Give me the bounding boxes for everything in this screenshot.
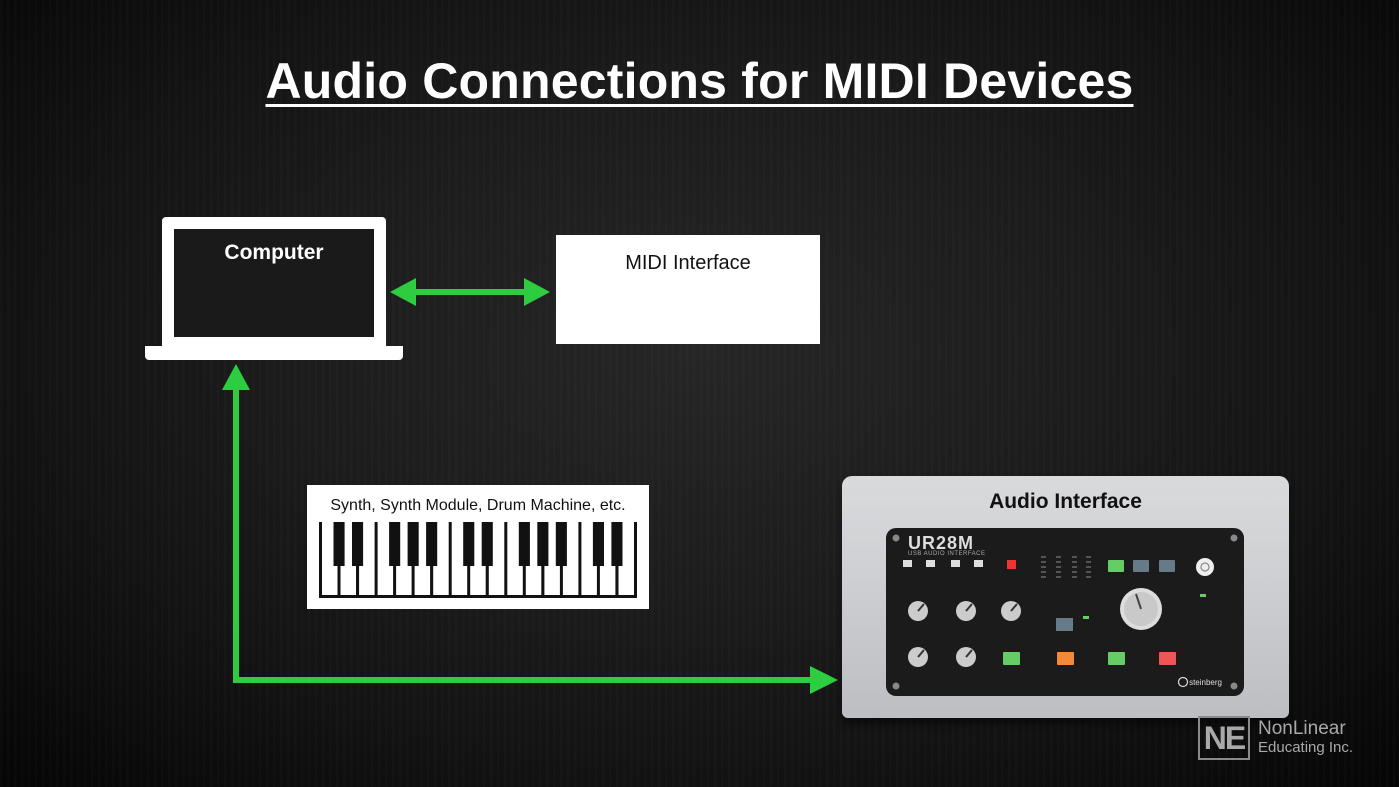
computer-laptop-icon bbox=[162, 217, 386, 349]
keyboard-icon bbox=[319, 522, 637, 598]
black-key bbox=[555, 522, 567, 566]
logo-line1: NonLinear bbox=[1258, 718, 1346, 739]
midi-interface-label: MIDI Interface bbox=[625, 252, 751, 274]
black-key bbox=[537, 522, 549, 566]
black-key bbox=[611, 522, 623, 566]
black-key bbox=[426, 522, 438, 566]
black-key bbox=[352, 522, 364, 566]
arrow-computer-midi bbox=[390, 278, 550, 306]
black-key bbox=[407, 522, 419, 566]
synth-box: Synth, Synth Module, Drum Machine, etc. bbox=[307, 485, 649, 609]
black-key bbox=[333, 522, 345, 566]
computer-label: Computer bbox=[224, 241, 324, 264]
black-key bbox=[592, 522, 604, 566]
laptop-base bbox=[145, 346, 403, 360]
black-key bbox=[481, 522, 493, 566]
device-model: UR28M bbox=[908, 533, 975, 553]
midi-interface-box: MIDI Interface bbox=[556, 235, 820, 344]
black-key bbox=[389, 522, 401, 566]
brand-label: steinberg bbox=[1189, 678, 1222, 687]
black-key bbox=[518, 522, 530, 566]
device-front-panel: UR28M USB AUDIO INTERFACE bbox=[886, 528, 1244, 696]
company-logo: NE NonLinear Educating Inc. bbox=[1198, 716, 1368, 762]
audio-interface-device: Audio Interface UR28M USB AUDIO INTERFAC… bbox=[842, 476, 1289, 718]
black-key bbox=[463, 522, 475, 566]
synth-label: Synth, Synth Module, Drum Machine, etc. bbox=[330, 497, 626, 514]
device-controls-icon bbox=[892, 534, 1238, 690]
logo-line2: Educating Inc. bbox=[1258, 739, 1354, 756]
diagram-title: Audio Connections for MIDI Devices bbox=[265, 53, 1134, 109]
device-subtitle: USB AUDIO INTERFACE bbox=[908, 551, 986, 557]
audio-interface-label: Audio Interface bbox=[989, 490, 1142, 513]
arrow-computer-audio bbox=[222, 364, 838, 694]
ne-badge-logo: NE bbox=[1198, 716, 1250, 760]
